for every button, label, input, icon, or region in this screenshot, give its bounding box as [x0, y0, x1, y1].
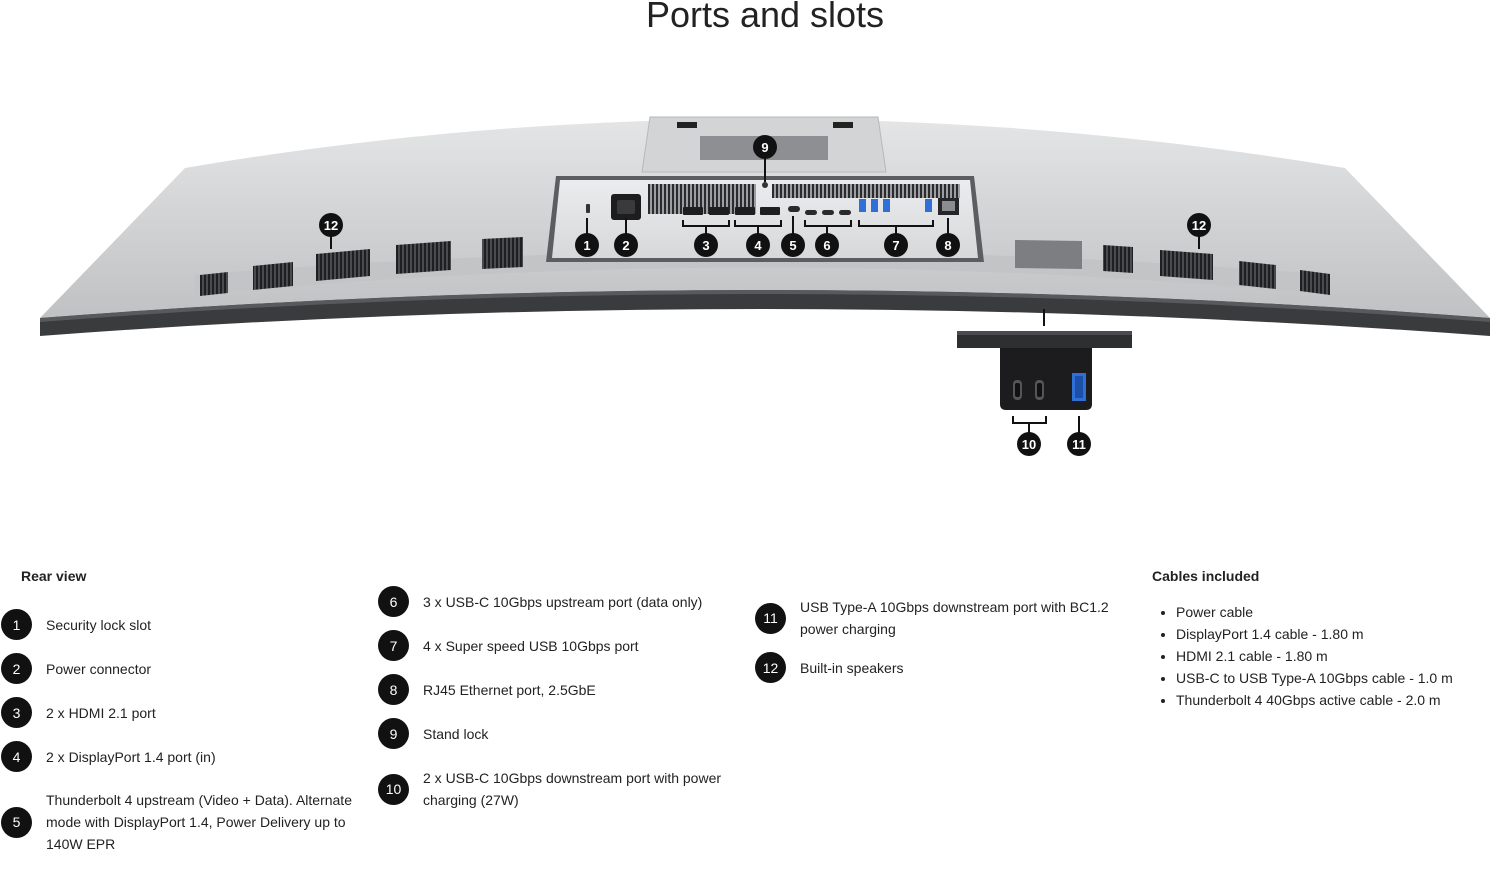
badge-11: 11 — [1067, 432, 1091, 456]
badge-group-rear: 9 12 12 1 2 3 4 5 6 7 8 — [319, 135, 1211, 257]
spec-item: 3 2 x HDMI 2.1 port — [1, 697, 366, 728]
list-item: HDMI 2.1 cable - 1.80 m — [1176, 645, 1453, 667]
badge-7: 7 — [884, 233, 908, 257]
rear-view-heading: Rear view — [21, 568, 87, 584]
badge-5: 5 — [781, 233, 805, 257]
bottom-port-detail: 10 11 — [957, 309, 1132, 456]
spec-number-badge: 1 — [1, 609, 32, 640]
spec-number-badge: 12 — [755, 652, 786, 683]
spec-label: 3 x USB-C 10Gbps upstream port (data onl… — [423, 593, 703, 610]
spec-item: 1 Security lock slot — [1, 609, 366, 640]
spec-item: 6 3 x USB-C 10Gbps upstream port (data o… — [378, 586, 753, 617]
port-panel — [546, 176, 984, 262]
spec-number-badge: 7 — [378, 630, 409, 661]
badge-12-right: 12 — [1187, 213, 1211, 237]
spec-item: 5 Thunderbolt 4 upstream (Video + Data).… — [1, 789, 376, 855]
spec-label: 2 x DisplayPort 1.4 port (in) — [46, 748, 216, 765]
spec-number-badge: 5 — [1, 806, 32, 838]
monitor-rear-illustration: 9 12 12 1 2 3 4 5 6 7 8 10 11 — [40, 116, 1490, 456]
spec-label: 4 x Super speed USB 10Gbps port — [423, 637, 639, 654]
spec-number-badge: 2 — [1, 653, 32, 684]
svg-text:1: 1 — [583, 238, 590, 253]
badge-1: 1 — [575, 233, 599, 257]
spec-label: Built-in speakers — [800, 659, 904, 676]
spec-number-badge: 10 — [378, 773, 409, 805]
spec-number-badge: 3 — [1, 697, 32, 728]
badge-6: 6 — [815, 233, 839, 257]
spec-label: USB Type-A 10Gbps downstream port with B… — [800, 599, 1109, 637]
leader-lines — [330, 158, 1200, 249]
list-item: DisplayPort 1.4 cable - 1.80 m — [1176, 623, 1453, 645]
spec-number-badge: 11 — [755, 602, 786, 634]
list-item: Thunderbolt 4 40Gbps active cable - 2.0 … — [1176, 689, 1453, 711]
spec-number-badge: 8 — [378, 674, 409, 705]
spec-item: 8 RJ45 Ethernet port, 2.5GbE — [378, 674, 753, 705]
page-title: Ports and slots — [645, 0, 885, 35]
spec-label: Power connector — [46, 660, 152, 677]
badge-10: 10 — [1017, 432, 1041, 456]
svg-text:12: 12 — [324, 218, 338, 233]
cables-heading: Cables included — [1152, 568, 1260, 584]
spec-label: Thunderbolt 4 upstream (Video + Data). A… — [46, 792, 352, 852]
spec-label: Stand lock — [423, 725, 489, 742]
svg-text:2: 2 — [622, 238, 629, 253]
spec-item: 12 Built-in speakers — [755, 652, 1130, 683]
badge-9: 9 — [753, 135, 777, 159]
spec-number-badge: 9 — [378, 718, 409, 749]
badge-2: 2 — [614, 233, 638, 257]
badge-4: 4 — [746, 233, 770, 257]
spec-item: 9 Stand lock — [378, 718, 753, 749]
badge-3: 3 — [694, 233, 718, 257]
svg-text:9: 9 — [761, 140, 768, 155]
spec-item: 2 Power connector — [1, 653, 366, 684]
spec-item: 4 2 x DisplayPort 1.4 port (in) — [1, 741, 366, 772]
badge-8: 8 — [936, 233, 960, 257]
svg-text:3: 3 — [702, 238, 709, 253]
svg-text:10: 10 — [1022, 437, 1036, 452]
spec-label: RJ45 Ethernet port, 2.5GbE — [423, 681, 596, 698]
speaker-vents — [200, 237, 1330, 296]
list-item: Power cable — [1176, 601, 1453, 623]
svg-text:5: 5 — [789, 238, 796, 253]
svg-text:11: 11 — [1072, 437, 1086, 452]
cables-list: Power cable DisplayPort 1.4 cable - 1.80… — [1157, 601, 1453, 711]
badge-12-left: 12 — [319, 213, 343, 237]
spec-item: 7 4 x Super speed USB 10Gbps port — [378, 630, 753, 661]
list-item: USB-C to USB Type-A 10Gbps cable - 1.0 m — [1176, 667, 1453, 689]
spec-label: Security lock slot — [46, 616, 152, 633]
svg-text:4: 4 — [754, 238, 762, 253]
spec-label: 2 x HDMI 2.1 port — [46, 704, 156, 721]
spec-number-badge: 6 — [378, 586, 409, 617]
svg-text:12: 12 — [1192, 218, 1206, 233]
svg-text:7: 7 — [892, 238, 899, 253]
spec-item: 10 2 x USB-C 10Gbps downstream port with… — [378, 767, 753, 811]
spec-label: 2 x USB-C 10Gbps downstream port with po… — [423, 770, 722, 808]
spec-item: 11 USB Type-A 10Gbps downstream port wit… — [755, 596, 1130, 640]
svg-text:6: 6 — [823, 238, 830, 253]
svg-text:8: 8 — [944, 238, 951, 253]
spec-number-badge: 4 — [1, 741, 32, 772]
